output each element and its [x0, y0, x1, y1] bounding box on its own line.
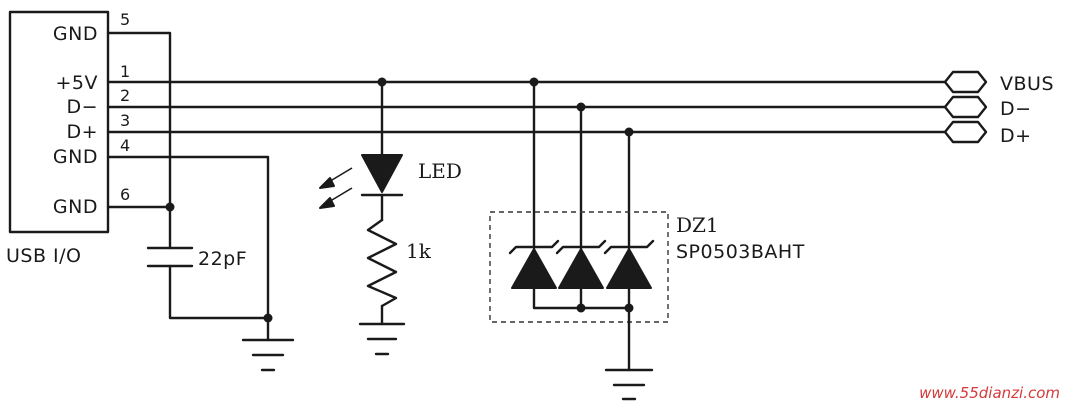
- pin-number-5: 5: [120, 10, 130, 29]
- ground-symbol-left: [241, 338, 295, 372]
- tvs-diode-2: [555, 239, 607, 289]
- led-symbol: LED: [319, 154, 462, 209]
- pin-number-4: 4: [120, 136, 130, 155]
- wire-pin4: [106, 155, 270, 342]
- net-label-vbus: VBUS: [1000, 73, 1054, 95]
- tvs-ref: DZ1: [676, 213, 719, 237]
- usb-connector: GND +5V D− D+ GND GND USB I/O: [6, 10, 110, 267]
- resistor-value: 1k: [406, 239, 432, 263]
- junction-tvs-common-1: [576, 303, 586, 313]
- ground-symbol-tvs: [604, 368, 654, 401]
- connector-pin-name-dminus: D−: [66, 96, 98, 118]
- pin-number-1: 1: [120, 62, 130, 81]
- pin-number-2: 2: [120, 86, 130, 105]
- connector-pin-name-dplus: D+: [66, 121, 98, 143]
- led-label: LED: [418, 159, 462, 183]
- wire-pin5: [106, 31, 172, 209]
- net-label-dminus: D−: [1000, 98, 1032, 120]
- tvs-part: SP0503BAHT: [676, 241, 805, 263]
- connector-pin-name-5v: +5V: [55, 72, 98, 94]
- resistor-1k: 1k: [366, 218, 432, 308]
- tvs-diode-1: [508, 239, 560, 289]
- resistor-zigzag: [366, 218, 398, 308]
- junction-tvs-common-2: [624, 303, 634, 313]
- capacitor-value: 22pF: [198, 248, 247, 270]
- usb-connector-body: [8, 10, 110, 234]
- pin-numbers: 5 1 2 3 4 6: [120, 10, 130, 204]
- pin-number-6: 6: [120, 185, 130, 204]
- connector-pin-name-gnd-4: GND: [53, 146, 98, 168]
- connector-pin-name-gnd-6: GND: [53, 196, 98, 218]
- port-dminus: D−: [943, 95, 1032, 120]
- port-dplus: D+: [943, 120, 1032, 147]
- tvs-diode-3: [603, 239, 655, 289]
- ground-symbol-led: [358, 322, 406, 356]
- junction-ground-left: [263, 313, 273, 323]
- wire-cap-bottom: [168, 264, 270, 320]
- net-label-dplus: D+: [1000, 125, 1032, 147]
- led-triangle: [361, 154, 403, 193]
- wire-tvs-common: [532, 286, 631, 372]
- capacitor-22pf: 22pF: [146, 246, 247, 270]
- connector-pin-name-gnd-5: GND: [53, 23, 98, 45]
- port-vbus: VBUS: [943, 70, 1054, 95]
- watermark: www.55dianzi.com: [919, 384, 1060, 402]
- connector-label: USB I/O: [6, 245, 82, 267]
- pin-number-3: 3: [120, 111, 130, 130]
